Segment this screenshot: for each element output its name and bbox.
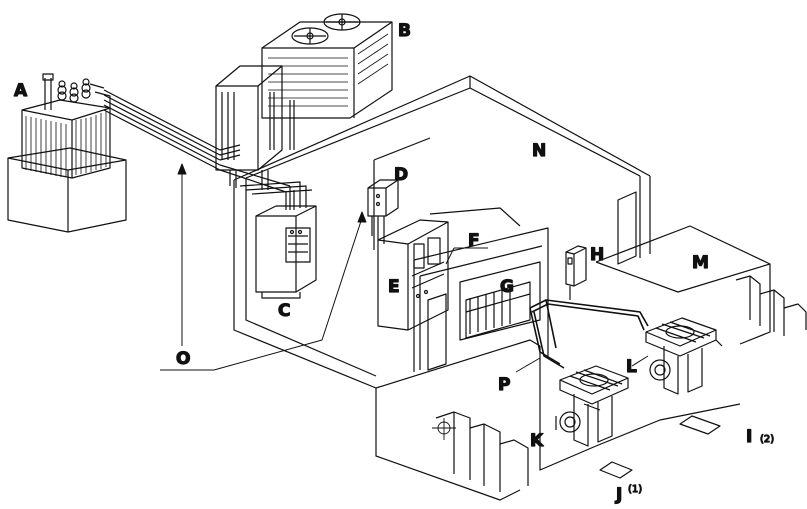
label-M: M — [692, 253, 709, 273]
label-I: I — [746, 427, 752, 447]
label-P: P — [498, 375, 510, 395]
power-cabinet-C — [255, 205, 317, 299]
label-H: H — [590, 245, 604, 265]
furnace-I2 — [645, 317, 723, 395]
label-F: F — [468, 231, 480, 251]
label-A: A — [14, 81, 28, 101]
label-D: D — [394, 165, 408, 185]
leader-lines-O — [160, 163, 649, 373]
cables-P — [529, 299, 649, 369]
label-O: O — [176, 349, 190, 369]
wall-panel-H — [565, 245, 587, 300]
label-J-sub: (1) — [628, 484, 642, 495]
building-N — [233, 75, 651, 389]
capacitor-rack-G — [465, 281, 531, 339]
floor-and-stairs — [375, 225, 807, 501]
center-mark — [432, 418, 456, 440]
bus-bars-O — [103, 89, 313, 210]
label-L: L — [626, 357, 637, 377]
label-N: N — [532, 141, 546, 161]
control-box-D — [367, 179, 399, 244]
control-cabinet-E — [377, 219, 449, 331]
label-B: B — [398, 21, 411, 41]
label-I-sub: (2) — [760, 434, 774, 445]
label-K: K — [530, 431, 544, 451]
label-G: G — [500, 277, 514, 297]
furnace-J1 — [555, 365, 629, 447]
transformer-A — [7, 73, 127, 233]
label-C: C — [278, 301, 290, 321]
cooling-tower-B — [215, 13, 393, 190]
label-J: J — [615, 485, 622, 505]
label-E: E — [388, 277, 400, 297]
